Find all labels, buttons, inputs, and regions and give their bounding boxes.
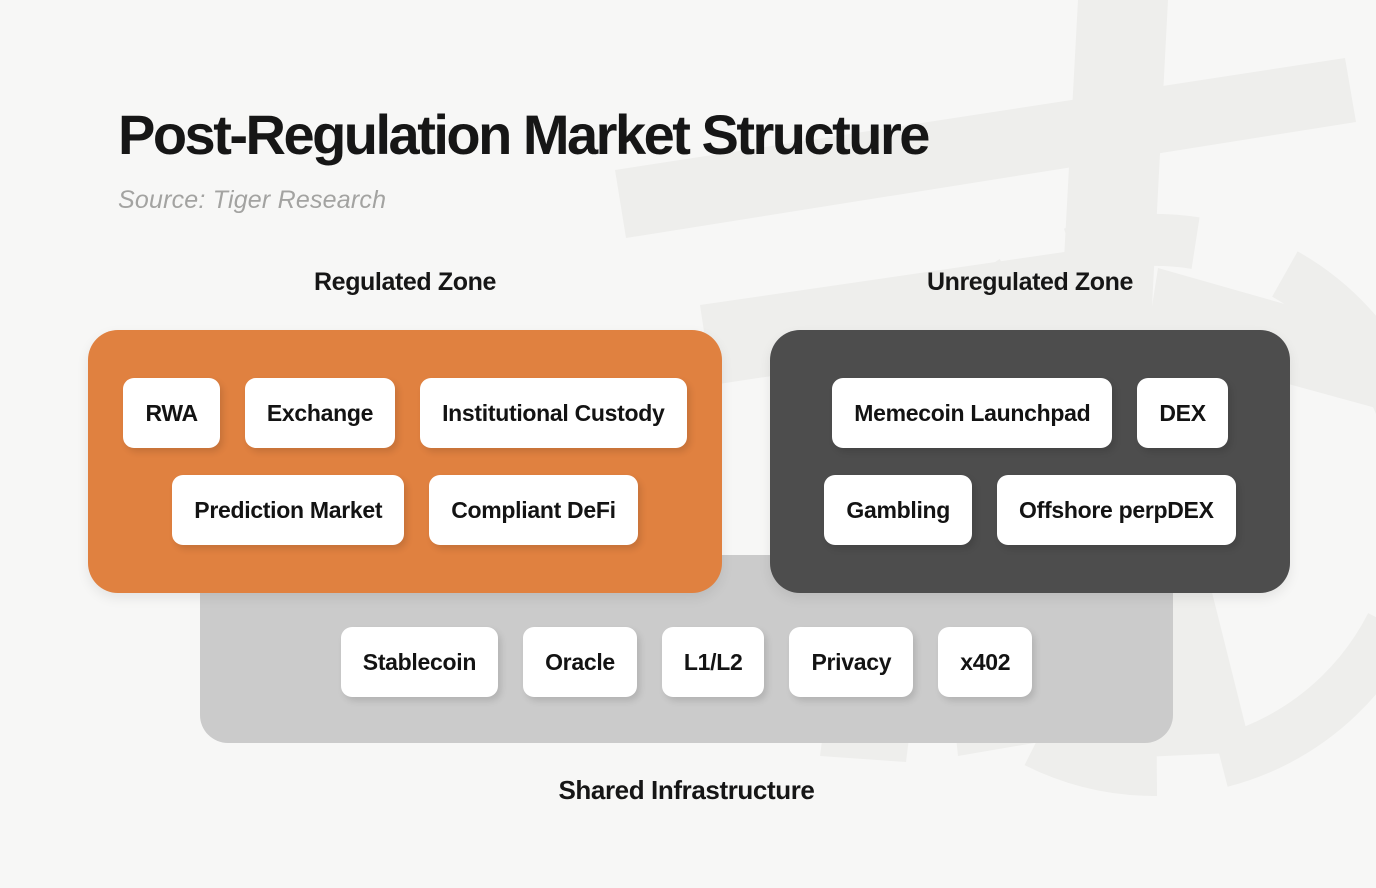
page-title: Post-Regulation Market Structure bbox=[118, 103, 930, 166]
unregulated-zone-row-2: Gambling Offshore perpDEX bbox=[824, 475, 1236, 545]
chip-compliant-defi: Compliant DeFi bbox=[429, 475, 638, 545]
chip-offshore-perpdex: Offshore perpDEX bbox=[997, 475, 1236, 545]
regulated-zone-row-1: RWA Exchange Institutional Custody bbox=[123, 378, 687, 448]
chip-gambling: Gambling bbox=[824, 475, 973, 545]
chip-exchange: Exchange bbox=[244, 378, 396, 448]
chip-dex: DEX bbox=[1137, 378, 1228, 448]
chip-rwa: RWA bbox=[123, 378, 220, 448]
unregulated-zone-label: Unregulated Zone bbox=[926, 268, 1134, 296]
regulated-zone-row-2: Prediction Market Compliant DeFi bbox=[172, 475, 638, 545]
chip-privacy: Privacy bbox=[789, 627, 914, 697]
shared-infrastructure-label: Shared Infrastructure bbox=[558, 775, 815, 805]
chip-x402: x402 bbox=[938, 627, 1033, 697]
source-caption: Source: Tiger Research bbox=[118, 186, 387, 214]
chip-memecoin-launchpad: Memecoin Launchpad bbox=[832, 378, 1113, 448]
regulated-zone-panel: RWA Exchange Institutional Custody Predi… bbox=[88, 330, 722, 593]
chip-stablecoin: Stablecoin bbox=[340, 627, 499, 697]
chip-institutional-custody: Institutional Custody bbox=[420, 378, 687, 448]
chip-oracle: Oracle bbox=[523, 627, 637, 697]
unregulated-zone-panel: Memecoin Launchpad DEX Gambling Offshore… bbox=[770, 330, 1290, 593]
unregulated-zone-row-1: Memecoin Launchpad DEX bbox=[832, 378, 1228, 448]
regulated-zone-label: Regulated Zone bbox=[314, 268, 496, 296]
chip-prediction-market: Prediction Market bbox=[172, 475, 405, 545]
chip-l1-l2: L1/L2 bbox=[661, 627, 765, 697]
